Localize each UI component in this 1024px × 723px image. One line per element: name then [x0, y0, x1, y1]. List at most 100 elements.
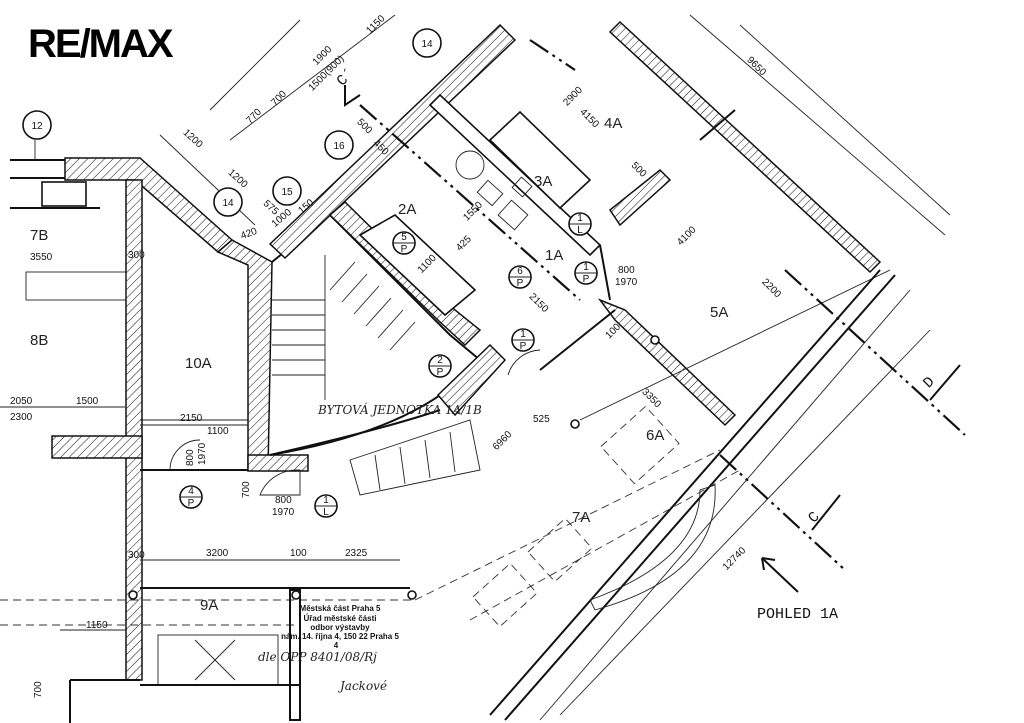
svg-text:14: 14 [222, 198, 234, 209]
room-6A: 6A [646, 427, 664, 444]
svg-text:700: 700 [269, 88, 289, 108]
svg-text:14: 14 [421, 39, 433, 50]
svg-text:2900: 2900 [561, 84, 585, 108]
room-9A: 9A [200, 597, 218, 614]
svg-text:P: P [188, 498, 195, 509]
svg-text:1500: 1500 [76, 396, 99, 407]
svg-text:300: 300 [128, 550, 145, 561]
svg-text:2: 2 [437, 355, 443, 366]
svg-text:100: 100 [290, 548, 307, 559]
svg-text:4: 4 [188, 486, 194, 497]
svg-text:P: P [401, 244, 408, 255]
svg-text:L: L [323, 507, 329, 518]
svg-text:Úřad městské části: Úřad městské části [304, 614, 377, 623]
svg-text:nám. 14. října 4, 150 22 Praha: nám. 14. října 4, 150 22 Praha 5 [281, 632, 399, 641]
staircase [269, 213, 482, 496]
svg-text:1: 1 [583, 262, 589, 273]
svg-text:770: 770 [244, 106, 264, 126]
door-tag: 1P [511, 328, 535, 352]
svg-text:4100: 4100 [675, 224, 699, 248]
svg-text:3550: 3550 [30, 252, 53, 263]
svg-text:2150: 2150 [527, 291, 551, 315]
svg-text:2200: 2200 [759, 277, 783, 301]
svg-text:odbor výstavby: odbor výstavby [310, 623, 370, 632]
svg-text:800: 800 [275, 495, 292, 506]
svg-text:1: 1 [577, 213, 583, 224]
svg-text:1970: 1970 [272, 507, 295, 518]
svg-text:16: 16 [333, 141, 345, 152]
svg-text:1970: 1970 [615, 277, 638, 288]
door-tag: 1P [574, 261, 598, 285]
room-8B: 8B [30, 332, 48, 349]
svg-text:700: 700 [33, 681, 44, 698]
left-building-walls [0, 157, 417, 723]
room-7B: 7B [30, 227, 48, 244]
svg-text:P: P [517, 278, 524, 289]
door-tag: 1L [314, 494, 338, 518]
svg-text:1970: 1970 [197, 442, 208, 465]
svg-text:700: 700 [241, 481, 252, 498]
svg-text:5: 5 [401, 232, 407, 243]
main-building-walls [268, 20, 911, 721]
room-3A: 3A [534, 173, 552, 190]
svg-text:1: 1 [323, 495, 329, 506]
room-5A: 5A [710, 304, 728, 321]
svg-text:1200: 1200 [226, 167, 250, 190]
room-4A: 4A [604, 115, 622, 132]
remax-logo: RE/MAX [28, 22, 174, 66]
svg-text:15: 15 [281, 187, 293, 198]
svg-text:6960: 6960 [491, 429, 515, 453]
svg-text:420: 420 [239, 226, 259, 242]
view-label: POHLED 1A [757, 606, 838, 623]
svg-text:1150: 1150 [364, 13, 387, 36]
circle-tags: 12 14 14 15 16 [22, 28, 442, 217]
room-1A: 1A [545, 247, 563, 264]
svg-text:300: 300 [128, 250, 145, 261]
door-tag: 2P [428, 354, 452, 378]
svg-text:500: 500 [629, 160, 649, 180]
svg-text:3200: 3200 [206, 548, 229, 559]
room-2A: 2A [398, 201, 416, 218]
door-tags: 1L 5P 6P 1P 2P 4P 1L 1P [169, 212, 598, 518]
svg-text:2300: 2300 [10, 412, 33, 423]
svg-text:P: P [583, 274, 590, 285]
svg-text:1150: 1150 [86, 620, 108, 631]
door-tag: 6P [508, 265, 532, 289]
svg-text:9650: 9650 [744, 55, 768, 79]
svg-text:800: 800 [185, 449, 196, 466]
svg-text:2325: 2325 [345, 548, 368, 559]
section-lines [344, 39, 966, 593]
room-7A: 7A [572, 509, 590, 526]
svg-text:L: L [577, 225, 583, 236]
room-10A: 10A [185, 355, 212, 372]
svg-text:2150: 2150 [180, 413, 203, 424]
dimension-lines [0, 14, 951, 716]
svg-text:1550: 1550 [461, 199, 485, 223]
svg-text:1: 1 [520, 329, 526, 340]
svg-text:4: 4 [334, 641, 339, 650]
door-tag: 5P [392, 231, 416, 255]
svg-text:525: 525 [533, 414, 550, 425]
section-d-label: D [920, 374, 938, 392]
door-tag: 4P [179, 485, 203, 509]
unit-note: BYTOVÁ JEDNOTKA 1A/1B [317, 402, 482, 417]
svg-text:Městská část Praha 5: Městská část Praha 5 [300, 604, 381, 613]
door-tag: 1L [568, 212, 592, 236]
svg-text:12740: 12740 [721, 545, 749, 573]
authority-stamp: Městská část Praha 5 Úřad městské části … [258, 604, 399, 693]
svg-text:1200: 1200 [181, 127, 205, 150]
svg-text:4150: 4150 [577, 107, 601, 131]
handwritten-note: dle OPP 8401/08/Rj [258, 650, 377, 664]
svg-text:500: 500 [354, 117, 374, 137]
svg-text:P: P [520, 341, 527, 352]
svg-text:425: 425 [454, 234, 474, 254]
svg-text:3350: 3350 [639, 387, 663, 411]
svg-text:6: 6 [517, 266, 523, 277]
svg-text:P: P [437, 367, 444, 378]
svg-text:2050: 2050 [10, 396, 33, 407]
svg-text:12: 12 [31, 121, 43, 132]
svg-text:800: 800 [618, 265, 635, 276]
svg-text:1100: 1100 [207, 426, 229, 437]
